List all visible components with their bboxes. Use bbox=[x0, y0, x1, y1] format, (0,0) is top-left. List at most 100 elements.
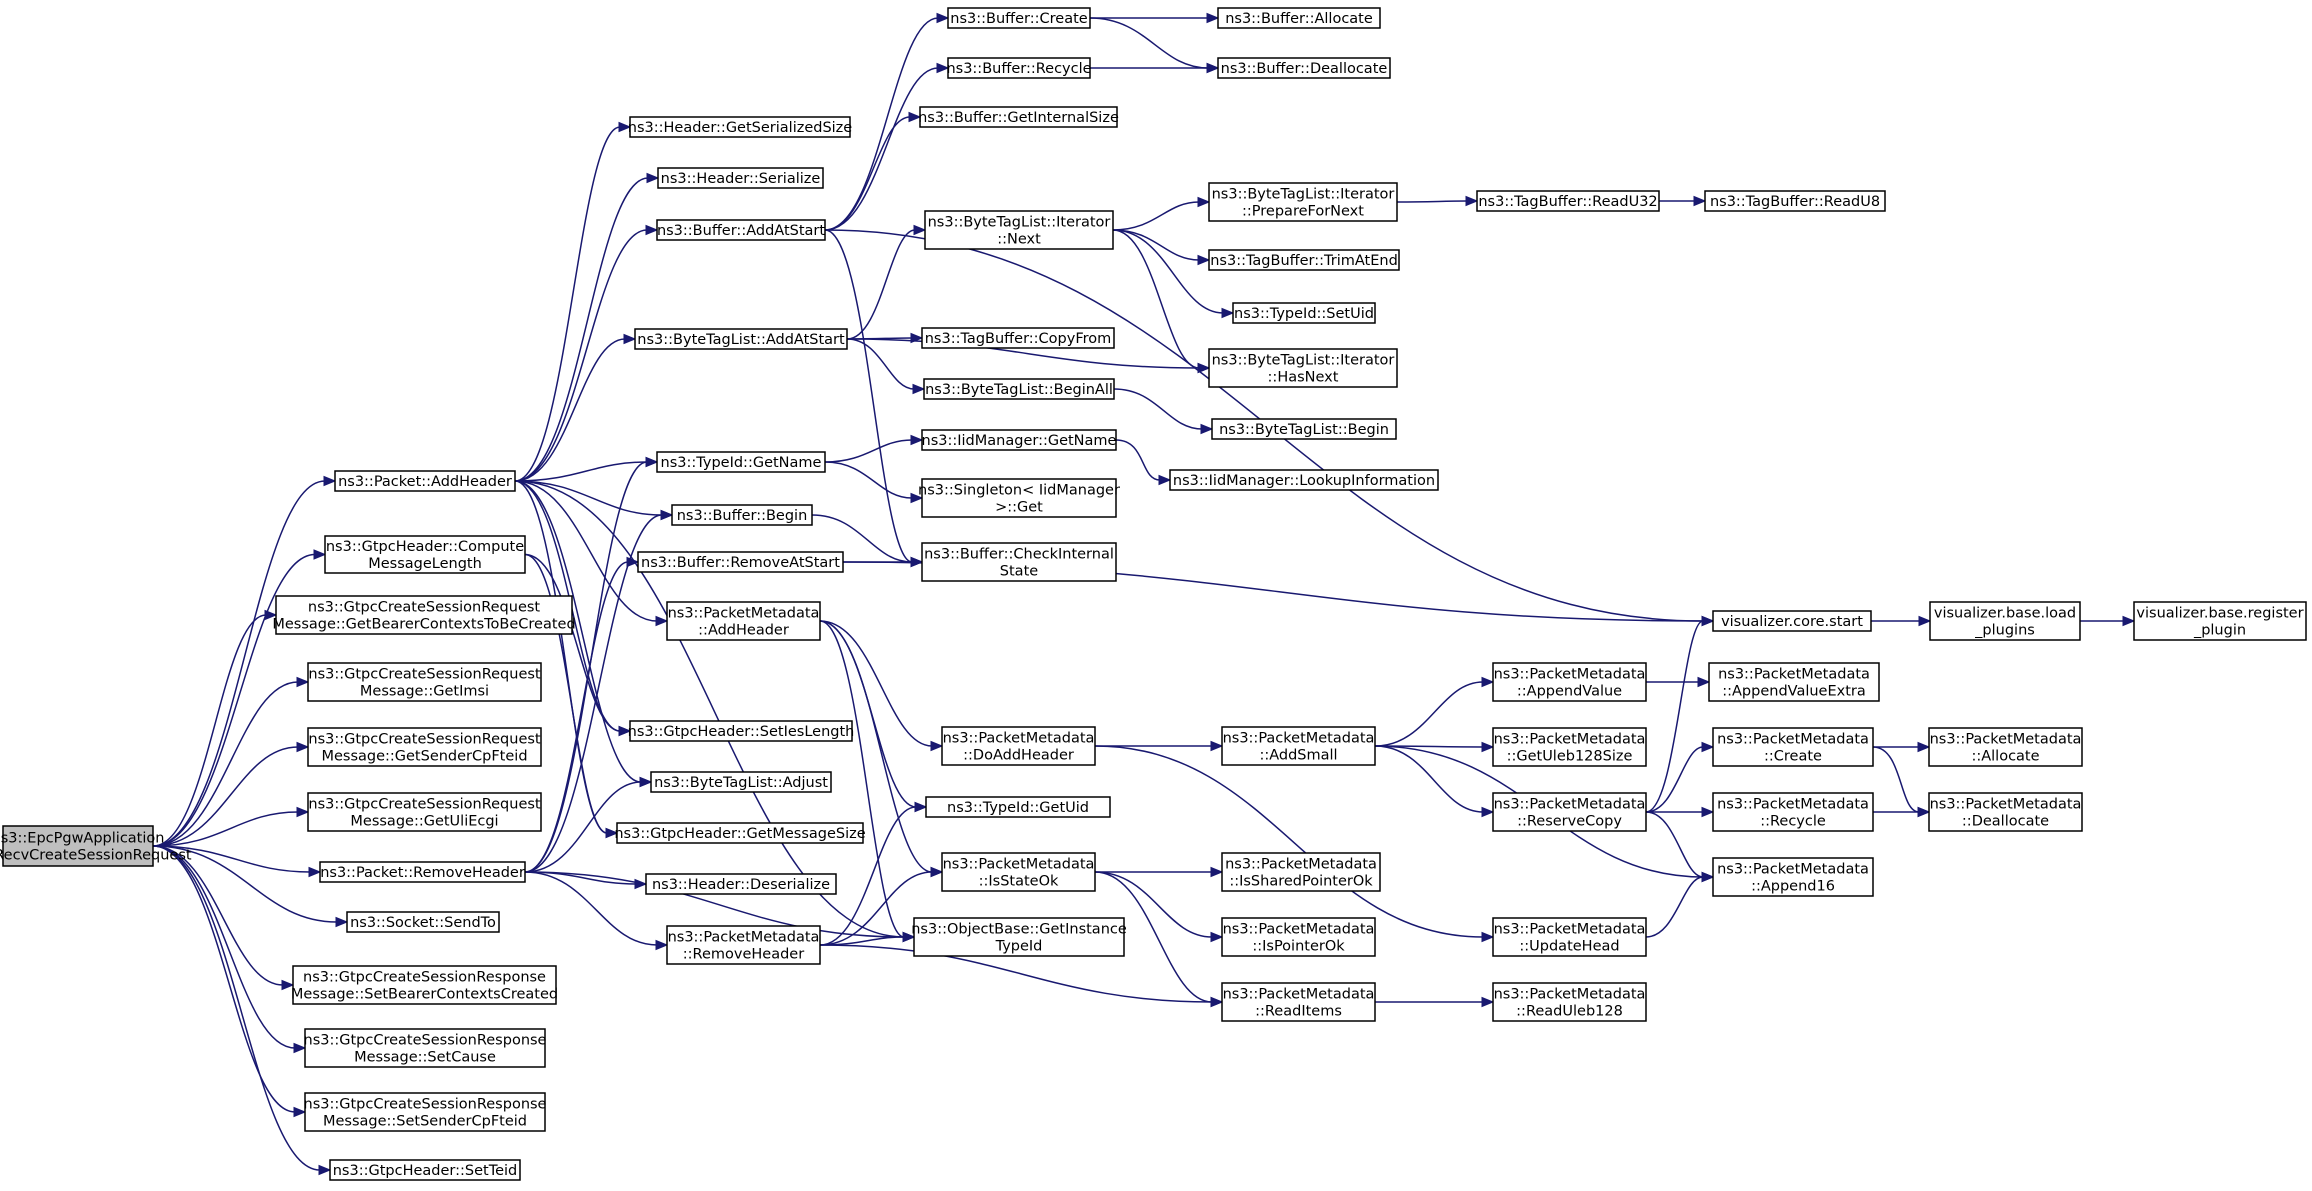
node-label: ::Append16 bbox=[1751, 879, 1835, 895]
node-pmRemoveHeader[interactable]: ns3::PacketMetadata::RemoveHeader bbox=[666, 925, 821, 965]
node-root[interactable]: ns3::EpcPgwApplication::DoRecvCreateSess… bbox=[0, 825, 192, 867]
node-label: ns3::PacketMetadata bbox=[1494, 987, 1646, 1003]
node-btlAdjust[interactable]: ns3::ByteTagList::Adjust bbox=[650, 771, 832, 793]
edge-pmRemoveHeader-pmIsStateOk bbox=[819, 871, 933, 946]
node-box bbox=[616, 822, 864, 844]
edge-arrowhead bbox=[281, 979, 295, 991]
node-btlBeginAll[interactable]: ns3::ByteTagList::BeginAll bbox=[923, 378, 1115, 400]
edge-arrowhead bbox=[1158, 474, 1172, 486]
node-bufBegin[interactable]: ns3::Buffer::Begin bbox=[671, 504, 813, 526]
node-box bbox=[923, 378, 1115, 400]
node-typeGetName[interactable]: ns3::TypeId::GetName bbox=[656, 451, 826, 473]
node-setTeid[interactable]: ns3::GtpcHeader::SetTeid bbox=[329, 1159, 521, 1181]
edge-arrowhead bbox=[264, 609, 278, 621]
node-getImsi[interactable]: ns3::GtpcCreateSessionRequestMessage::Ge… bbox=[307, 662, 542, 702]
node-singletonGet[interactable]: ns3::Singleton< IidManager>::Get bbox=[918, 478, 1120, 518]
node-pmReadItems[interactable]: ns3::PacketMetadata::ReadItems bbox=[1221, 982, 1376, 1022]
node-sendTo[interactable]: ns3::Socket::SendTo bbox=[346, 911, 500, 933]
node-bufCreate[interactable]: ns3::Buffer::Create bbox=[947, 7, 1091, 29]
node-bufRecycle[interactable]: ns3::Buffer::Recycle bbox=[946, 57, 1092, 79]
node-vizStart[interactable]: visualizer.core.start bbox=[1712, 610, 1872, 632]
node-box bbox=[1712, 792, 1874, 832]
node-hdrSerSize[interactable]: ns3::Header::GetSerializedSize bbox=[628, 116, 853, 138]
node-pmRecycle[interactable]: ns3::PacketMetadata::Recycle bbox=[1712, 792, 1874, 832]
node-addHeader[interactable]: ns3::Packet::AddHeader bbox=[334, 470, 516, 492]
node-setSenderResp[interactable]: ns3::GtpcCreateSessionResponseMessage::S… bbox=[304, 1092, 547, 1132]
node-label: ns3::PacketMetadata bbox=[1494, 732, 1646, 748]
node-pmGetUleb[interactable]: ns3::PacketMetadata::GetUleb128Size bbox=[1492, 727, 1647, 767]
node-pmReserveCopy[interactable]: ns3::PacketMetadata::ReserveCopy bbox=[1492, 792, 1647, 832]
node-getBearer[interactable]: ns3::GtpcCreateSessionRequestMessage::Ge… bbox=[272, 595, 576, 635]
node-iidGetName[interactable]: ns3::IidManager::GetName bbox=[921, 429, 1117, 451]
edge-root-setCause bbox=[152, 845, 296, 1049]
node-hdrDeserialize[interactable]: ns3::Header::Deserialize bbox=[645, 873, 837, 895]
edge-removeHeader-bufRemoveAtStart bbox=[524, 561, 629, 873]
node-vizRegister[interactable]: visualizer.base.register_plugin bbox=[2133, 601, 2307, 641]
call-graph-edges bbox=[152, 12, 2136, 1176]
node-pmAddSmall[interactable]: ns3::PacketMetadata::AddSmall bbox=[1221, 726, 1376, 766]
node-pmIsShared[interactable]: ns3::PacketMetadata::IsSharedPointerOk bbox=[1221, 852, 1381, 892]
node-typeSetUid[interactable]: ns3::TypeId::SetUid bbox=[1232, 302, 1376, 324]
node-pmAppend16[interactable]: ns3::PacketMetadata::Append16 bbox=[1712, 857, 1874, 897]
node-gtpcGetMsgSize[interactable]: ns3::GtpcHeader::GetMessageSize bbox=[614, 822, 866, 844]
node-setBearer[interactable]: ns3::GtpcCreateSessionResponseMessage::S… bbox=[291, 965, 558, 1005]
node-pmDeallocate[interactable]: ns3::PacketMetadata::Deallocate bbox=[1928, 792, 2083, 832]
node-pmIsPointer[interactable]: ns3::PacketMetadata::IsPointerOk bbox=[1221, 917, 1376, 957]
edge-typeGetName-singletonGet bbox=[824, 461, 913, 499]
node-pmDoAddHeader[interactable]: ns3::PacketMetadata::DoAddHeader bbox=[941, 726, 1096, 766]
node-bufGetInternal[interactable]: ns3::Buffer::GetInternalSize bbox=[918, 106, 1119, 128]
node-tbCopyFrom[interactable]: ns3::TagBuffer::CopyFrom bbox=[921, 327, 1115, 349]
node-btlIterHasNext[interactable]: ns3::ByteTagList::Iterator::HasNext bbox=[1208, 348, 1398, 388]
node-bufAllocate[interactable]: ns3::Buffer::Allocate bbox=[1217, 7, 1381, 29]
node-label: ns3::PacketMetadata bbox=[1225, 857, 1377, 873]
node-label: ::AddHeader bbox=[698, 623, 789, 639]
node-tbReadU8[interactable]: ns3::TagBuffer::ReadU8 bbox=[1704, 190, 1886, 212]
node-pmAppendValueExtra[interactable]: ns3::PacketMetadata::AppendValueExtra bbox=[1708, 662, 1880, 702]
node-label: ns3::PacketMetadata bbox=[1494, 797, 1646, 813]
node-label: ns3::PacketMetadata bbox=[1717, 732, 1869, 748]
node-pmUpdateHead[interactable]: ns3::PacketMetadata::UpdateHead bbox=[1492, 917, 1647, 957]
edge-root-setBearer bbox=[152, 845, 284, 986]
node-label: ns3::Singleton< IidManager bbox=[918, 483, 1120, 499]
node-btlBegin[interactable]: ns3::ByteTagList::Begin bbox=[1211, 418, 1397, 440]
node-pmAddHeader[interactable]: ns3::PacketMetadata::AddHeader bbox=[666, 601, 821, 641]
node-box bbox=[1492, 917, 1647, 957]
node-box bbox=[657, 167, 824, 189]
node-btlAddAtStart[interactable]: ns3::ByteTagList::AddAtStart bbox=[634, 328, 848, 350]
node-bufDeallocate[interactable]: ns3::Buffer::Deallocate bbox=[1217, 57, 1391, 79]
edge-removeHeader-btlAdjust bbox=[524, 781, 642, 873]
node-bufAddAtStart[interactable]: ns3::Buffer::AddAtStart bbox=[656, 219, 826, 241]
node-label: ns3::PacketMetadata bbox=[1494, 922, 1646, 938]
node-pmAllocate[interactable]: ns3::PacketMetadata::Allocate bbox=[1928, 727, 2083, 767]
node-iidLookup[interactable]: ns3::IidManager::LookupInformation bbox=[1169, 469, 1439, 491]
node-typeGetUid[interactable]: ns3::TypeId::GetUid bbox=[925, 796, 1111, 818]
edge-arrowhead bbox=[936, 62, 950, 74]
node-gtpcSetIes[interactable]: ns3::GtpcHeader::SetIesLength bbox=[628, 720, 855, 742]
node-btlIterNext[interactable]: ns3::ByteTagList::Iterator::Next bbox=[924, 210, 1114, 250]
node-btlIterPrepare[interactable]: ns3::ByteTagList::Iterator::PrepareForNe… bbox=[1208, 182, 1398, 222]
edge-addHeader-btlAdjust bbox=[514, 480, 642, 783]
node-bufRemoveAtStart[interactable]: ns3::Buffer::RemoveAtStart bbox=[637, 551, 844, 573]
node-pmIsStateOk[interactable]: ns3::PacketMetadata::IsStateOk bbox=[941, 852, 1096, 892]
node-label: ns3::PacketMetadata bbox=[1718, 667, 1870, 683]
node-setCause[interactable]: ns3::GtpcCreateSessionResponseMessage::S… bbox=[304, 1028, 547, 1068]
node-removeHeader[interactable]: ns3::Packet::RemoveHeader bbox=[319, 861, 526, 883]
node-getUli[interactable]: ns3::GtpcCreateSessionRequestMessage::Ge… bbox=[307, 792, 542, 832]
node-tbTrimAtEnd[interactable]: ns3::TagBuffer::TrimAtEnd bbox=[1208, 249, 1400, 271]
node-label: ::Deallocate bbox=[1962, 814, 2049, 830]
edge-arrowhead bbox=[296, 676, 310, 688]
node-getSender[interactable]: ns3::GtpcCreateSessionRequestMessage::Ge… bbox=[307, 727, 542, 767]
edge-arrowhead bbox=[313, 549, 327, 560]
node-hdrSerialize[interactable]: ns3::Header::Serialize bbox=[657, 167, 824, 189]
node-pmAppendValue[interactable]: ns3::PacketMetadata::AppendValue bbox=[1492, 662, 1647, 702]
node-pmCreate[interactable]: ns3::PacketMetadata::Create bbox=[1712, 727, 1874, 767]
node-tbReadU32[interactable]: ns3::TagBuffer::ReadU32 bbox=[1476, 190, 1660, 212]
node-pmReadUleb[interactable]: ns3::PacketMetadata::ReadUleb128 bbox=[1492, 982, 1647, 1022]
node-box bbox=[1217, 7, 1381, 29]
node-box bbox=[1492, 727, 1647, 767]
edge-arrowhead bbox=[1481, 741, 1495, 753]
node-vizLoad[interactable]: visualizer.base.load_plugins bbox=[1929, 601, 2081, 641]
